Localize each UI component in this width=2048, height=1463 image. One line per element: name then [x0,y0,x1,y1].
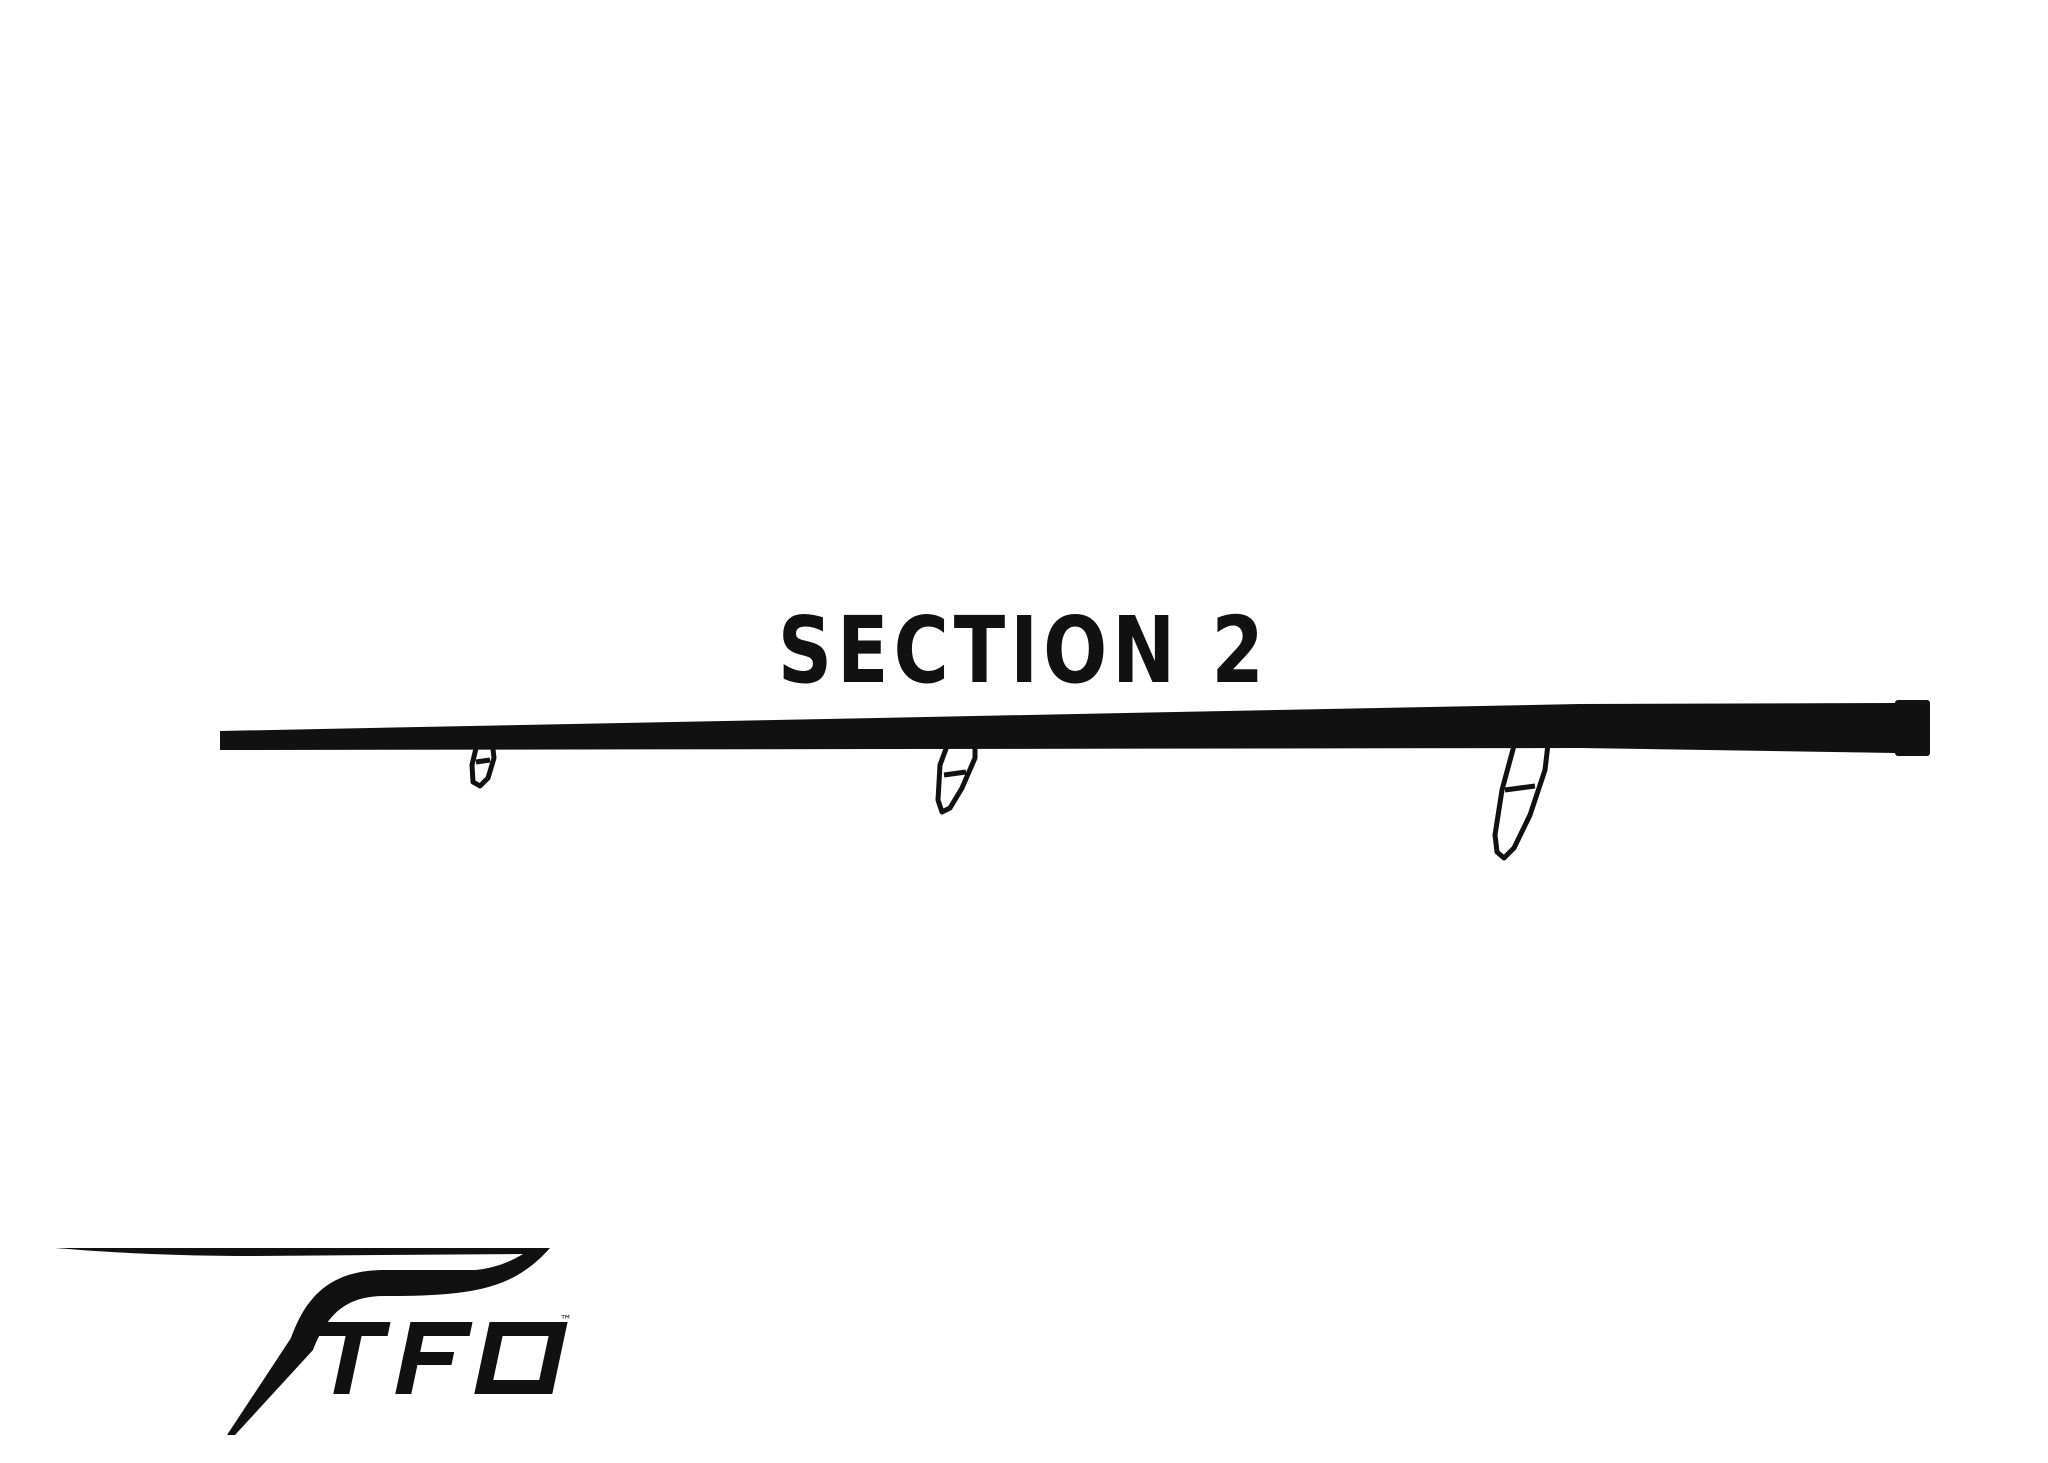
guide-small [469,739,497,789]
guide-large [1492,741,1551,861]
tfo-logo: ™ [55,1240,575,1440]
rod-blank [220,703,1895,753]
section-title: SECTION 2 [777,597,1269,704]
guide-medium [935,737,978,815]
tfo-letters [317,1322,568,1394]
rod-ferrule [1895,700,1930,756]
trademark-mark: ™ [560,1313,572,1327]
tfo-logo-mark: ™ [55,1248,572,1435]
